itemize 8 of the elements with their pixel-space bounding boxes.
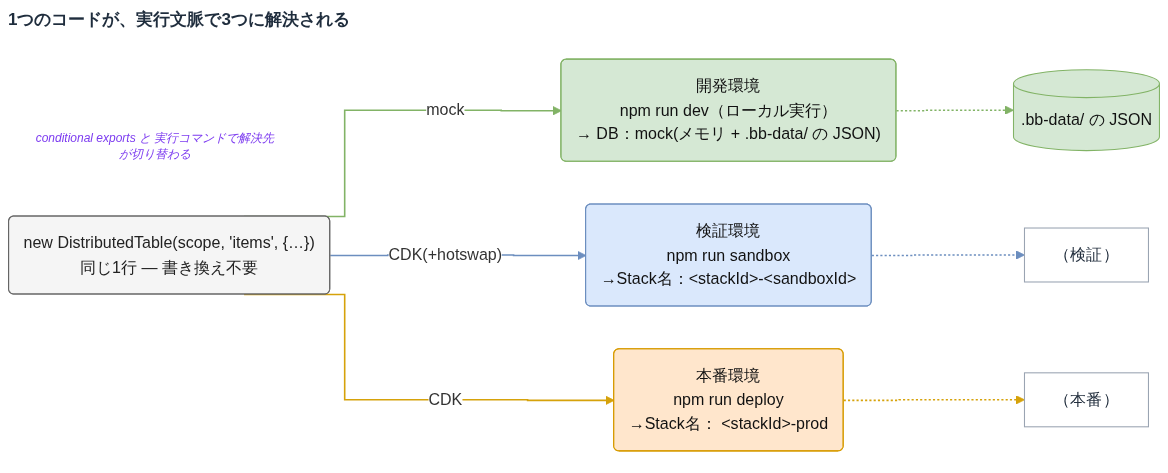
- annotation-note: conditional exports と 実行コマンドで解決先が切り替わる: [34, 130, 276, 163]
- edge-label: CDK(+hotswap): [388, 245, 503, 264]
- edge-label: mock: [426, 100, 465, 119]
- edge-label: CDK: [428, 389, 463, 409]
- diagram-title: 1つのコードが、実行文脈で3つに解決される: [8, 9, 350, 31]
- node-box: （検証）: [1023, 227, 1149, 283]
- arrow: [895, 105, 1014, 115]
- node-box: （本番）: [1023, 372, 1149, 428]
